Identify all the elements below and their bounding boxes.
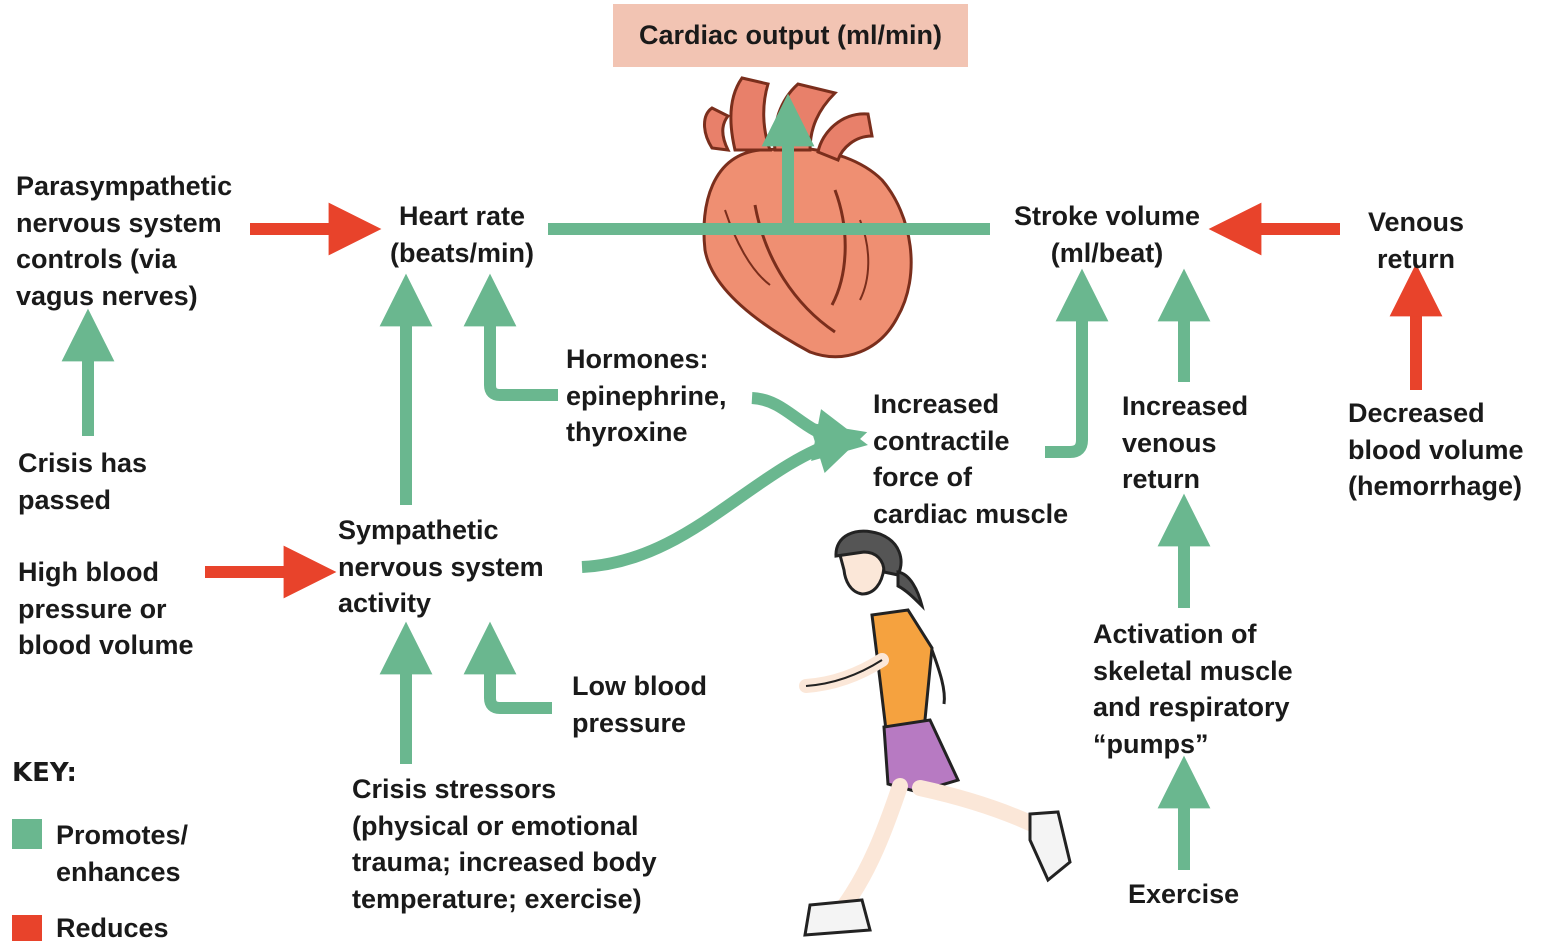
exercise-label: Exercise <box>1128 876 1239 913</box>
key-promotes-label: Promotes/ enhances <box>56 817 188 890</box>
heart-illustration <box>704 78 911 357</box>
runner-illustration <box>805 531 1070 935</box>
hormones-label: Hormones: epinephrine, thyroxine <box>566 341 727 451</box>
hormones-to-heart-rate-arrow <box>490 300 558 395</box>
increased-venous-return-label: Increased venous return <box>1122 388 1248 498</box>
sympathetic-to-contractile-arrow <box>582 440 842 567</box>
stroke-volume-label: Stroke volume (ml/beat) <box>998 198 1216 271</box>
contractile-force-label: Increased contractile force of cardiac m… <box>873 386 1068 532</box>
skeletal-muscle-pumps-label: Activation of skeletal muscle and respir… <box>1093 616 1293 762</box>
key-reduces-label: Reduces <box>56 910 169 947</box>
heart-rate-label: Heart rate (beats/min) <box>378 198 546 271</box>
key-title: KEY: <box>12 755 77 792</box>
crisis-passed-label: Crisis has passed <box>18 445 147 518</box>
promotes-swatch <box>12 819 42 849</box>
low-blood-pressure-label: Low blood pressure <box>572 668 707 741</box>
high-blood-pressure-label: High blood pressure or blood volume <box>18 554 194 664</box>
crisis-stressors-label: Crisis stressors (physical or emotional … <box>352 771 657 917</box>
parasympathetic-label: Parasympathetic nervous system controls … <box>16 168 232 314</box>
sympathetic-activity-label: Sympathetic nervous system activity <box>338 512 544 622</box>
decreased-blood-volume-label: Decreased blood volume (hemorrhage) <box>1348 395 1524 505</box>
hormones-to-contractile-arrow <box>752 398 842 440</box>
venous-return-label: Venous return <box>1355 204 1477 277</box>
reduces-swatch <box>12 915 42 941</box>
low-bp-to-sympathetic-arrow <box>490 648 552 708</box>
cardiac-output-box: Cardiac output (ml/min) <box>613 4 968 67</box>
